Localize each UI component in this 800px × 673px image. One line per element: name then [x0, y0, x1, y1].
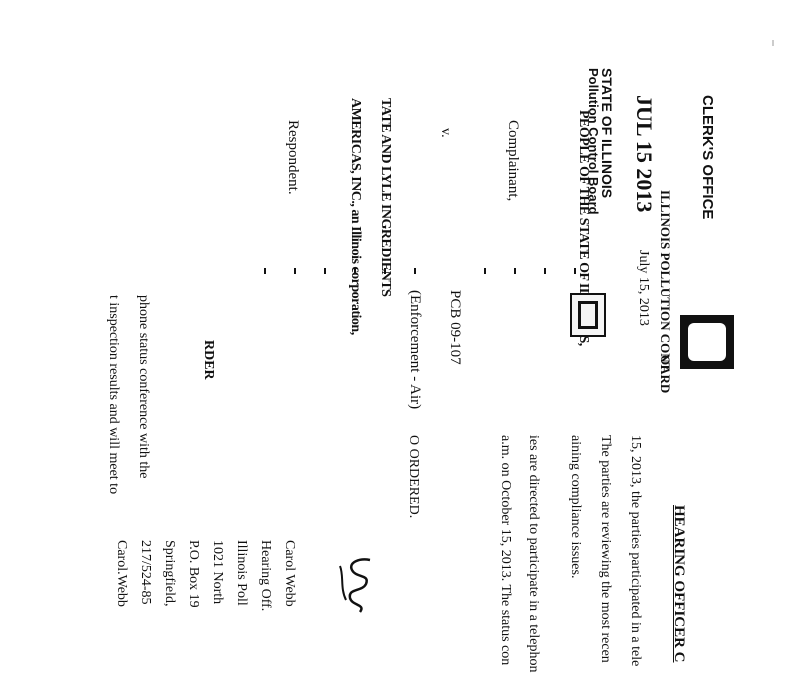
respondent-label: Respondent. [285, 120, 301, 195]
signature-line: Springfield, [162, 540, 177, 607]
defendant-line-1: TATE AND LYLE INGREDIENTS [378, 98, 393, 297]
caption-bracket [574, 268, 576, 274]
signature-line: 217/524-85 [138, 540, 153, 605]
caption-bracket [544, 268, 546, 274]
caption-bracket [354, 268, 356, 274]
received-stamp [570, 293, 606, 337]
case-type: (Enforcement - Air) [407, 290, 423, 410]
order-short-title: RDER [201, 340, 216, 380]
complainant-label: Complainant, [505, 120, 521, 202]
order-paragraph-1-line-2: The parties are reviewing the most recen [598, 435, 613, 663]
clerk-office-stamp: CLERK'S OFFICE [699, 95, 716, 220]
signature-line: 1021 North [210, 540, 225, 605]
document-date: July 15, 2013 [636, 250, 651, 326]
board-seal [680, 315, 734, 369]
stamp-date: JUL 15 2013 [632, 95, 657, 213]
order-paragraph-1-line-1-cont: phone status conference with the [136, 295, 151, 479]
board-heading: ILLINOIS POLLUTION CONT [658, 190, 673, 372]
handwritten-signature [339, 558, 371, 613]
case-number: PCB 09-107 [447, 290, 463, 365]
board-heading-end: OARD [658, 355, 673, 394]
signature-line: Hearing Off. [258, 540, 273, 612]
order-paragraph-1-line-2-cont: t inspection results and will meet to [106, 295, 121, 495]
caption-bracket [514, 268, 516, 274]
stamp-state: STATE OF ILLINOIS [599, 68, 615, 199]
scan-artifact [772, 40, 774, 46]
order-paragraph-1-line-1: 15, 2013, the parties participated in a … [628, 435, 643, 667]
order-paragraph-1-line-3: aining compliance issues. [568, 435, 583, 579]
caption-bracket [414, 268, 416, 274]
so-ordered: O ORDERED. [406, 435, 421, 519]
signature-line: Carol Webb [282, 540, 297, 607]
defendant-line-2: AMERICAS, INC., an Illinois corporation, [348, 98, 363, 335]
order-paragraph-2-line-2: a.m. on October 15, 2013. The status con [498, 435, 513, 666]
signature-line: Carol.Webb [114, 540, 129, 607]
order-paragraph-2-line-1: ies are directed to participate in a tel… [526, 435, 541, 673]
caption-bracket [324, 268, 326, 274]
caption-bracket [264, 268, 266, 274]
signature-line: Illinois Poll [234, 540, 249, 606]
signature-line: P.O. Box 19 [186, 540, 201, 608]
order-title: HEARING OFFICER C [671, 505, 687, 663]
caption-bracket [384, 268, 386, 274]
versus-label: v. [438, 128, 453, 138]
caption-bracket [484, 268, 486, 274]
caption-bracket [294, 268, 296, 274]
